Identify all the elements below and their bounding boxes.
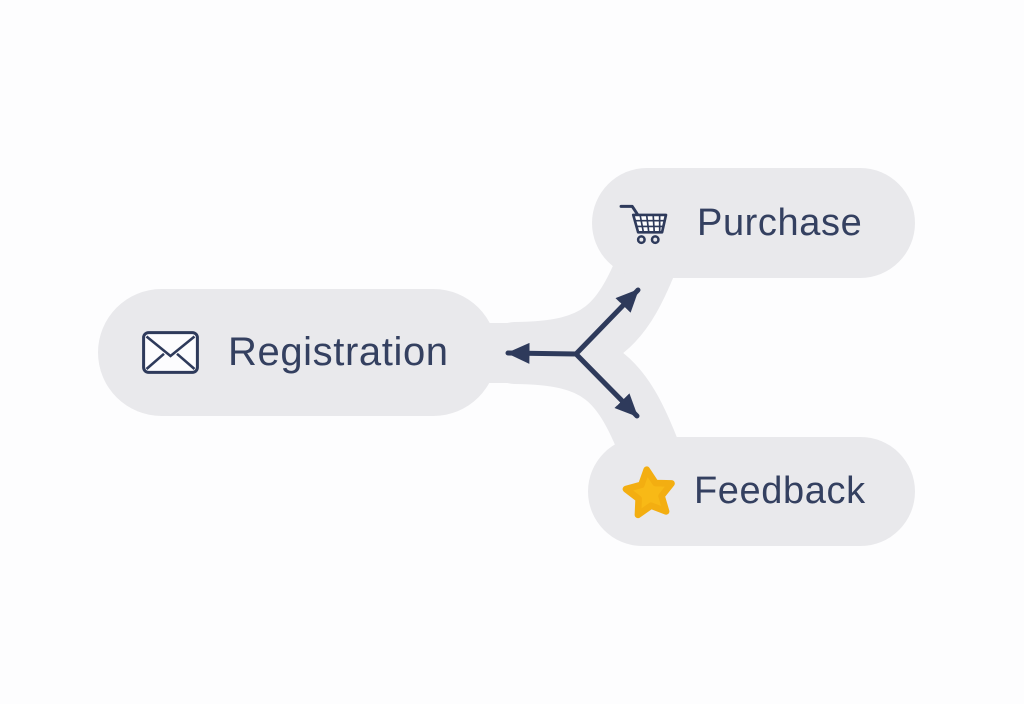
node-feedback[interactable]: Feedback: [588, 437, 915, 546]
arrow-to-purchase: [573, 287, 641, 357]
arrow-to-feedback: [573, 351, 640, 419]
node-purchase-label: Purchase: [697, 201, 863, 244]
arrow-to-registration: [505, 342, 579, 364]
shopping-cart-icon: [619, 204, 668, 244]
star-icon: [622, 466, 675, 519]
node-registration[interactable]: Registration: [98, 289, 497, 416]
node-purchase[interactable]: Purchase: [592, 168, 915, 278]
envelope-icon: [142, 331, 199, 374]
node-registration-label: Registration: [228, 330, 449, 374]
node-feedback-label: Feedback: [694, 470, 866, 512]
